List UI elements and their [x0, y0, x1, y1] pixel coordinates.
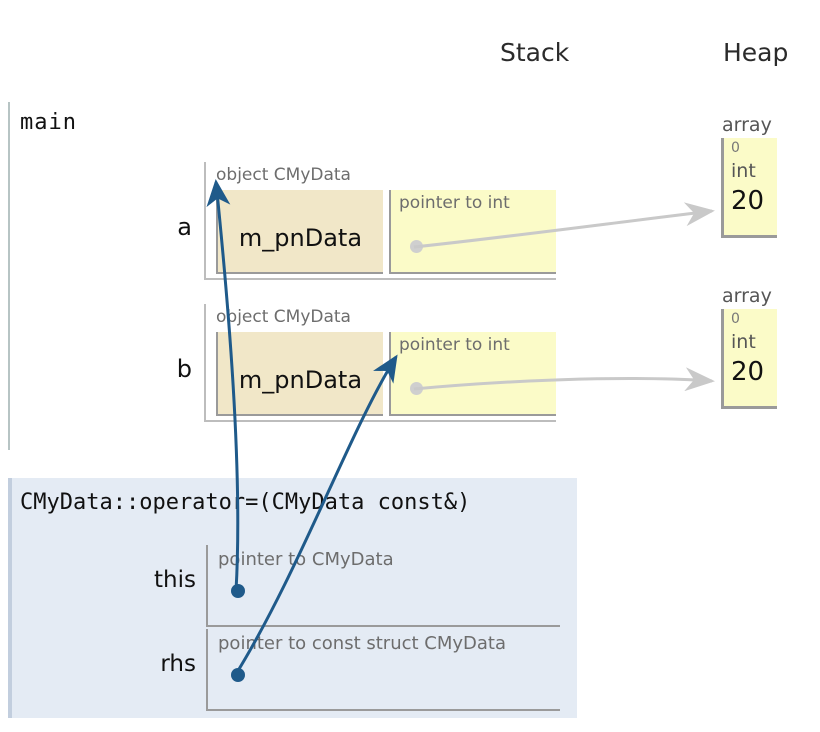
variable-label-b: b	[176, 355, 192, 383]
function-param-this-type: pointer to CMyData	[218, 549, 394, 570]
function-frame-title: CMyData::operator=(CMyData const&)	[20, 490, 471, 515]
function-param-rhs-type: pointer to const struct CMyData	[218, 633, 507, 654]
heap-cell-b: 0 int 20	[721, 309, 777, 409]
member-cell-a-m_pnData: m_pnData	[216, 190, 383, 274]
column-heading-heap: Heap	[723, 38, 789, 67]
heap-cell-a-value: 20	[731, 186, 765, 216]
heap-cell-b-index: 0	[731, 311, 740, 327]
pointer-origin-dot-b	[410, 382, 423, 395]
function-param-label-this: this	[154, 567, 196, 593]
heap-cell-a-type: int	[731, 160, 756, 182]
object-box-b-title: object CMyData	[216, 307, 351, 327]
member-cell-a-name: m_pnData	[238, 224, 363, 252]
member-cell-b-m_pnData: m_pnData	[216, 332, 383, 416]
heap-cell-a: 0 int 20	[721, 138, 777, 238]
heap-cell-b-type: int	[731, 331, 756, 353]
object-box-a-title: object CMyData	[216, 165, 351, 185]
heap-cell-b-value: 20	[731, 357, 765, 387]
pointer-cell-a-type: pointer to int	[399, 193, 510, 213]
function-frame-accent	[8, 478, 12, 718]
variable-label-a: a	[177, 213, 192, 241]
heap-title-a: array	[722, 114, 772, 136]
main-frame-rule	[8, 102, 10, 450]
function-param-this-dot	[231, 584, 245, 598]
pointer-origin-dot-a	[410, 240, 423, 253]
function-param-rhs-dot	[231, 668, 245, 682]
column-heading-stack: Stack	[500, 38, 570, 67]
pointer-cell-a: pointer to int	[389, 190, 556, 274]
function-param-label-rhs: rhs	[160, 651, 196, 677]
object-box-a: object CMyData	[204, 162, 556, 280]
function-param-row-this: pointer to CMyData	[206, 545, 560, 627]
member-cell-b-name: m_pnData	[238, 366, 363, 394]
function-param-row-rhs: pointer to const struct CMyData	[206, 629, 560, 711]
pointer-cell-b-type: pointer to int	[399, 335, 510, 355]
heap-cell-a-index: 0	[731, 140, 740, 156]
pointer-cell-b: pointer to int	[389, 332, 556, 416]
heap-title-b: array	[722, 285, 772, 307]
main-frame-label: main	[20, 110, 77, 135]
